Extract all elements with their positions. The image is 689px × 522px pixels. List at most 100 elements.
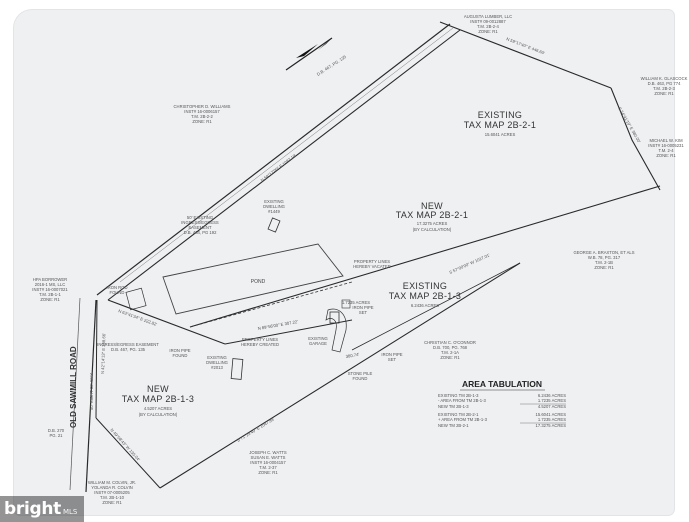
svg-text:JOSEPH C. WATTS: JOSEPH C. WATTS xyxy=(249,450,287,455)
svg-text:CHRISTOPHER D. WILLIAMS: CHRISTOPHER D. WILLIAMS xyxy=(174,104,231,109)
watermark-suffix: MLS xyxy=(62,508,78,516)
area-row-value: 4.5207 ACRES xyxy=(538,404,566,409)
area-row-value: 6.2436 ACRES xyxy=(538,393,566,398)
svg-text:CHRISTIAN C. O'CONNOR: CHRISTIAN C. O'CONNOR xyxy=(424,340,476,345)
garage-line1: EXISTING xyxy=(308,336,328,341)
existing-2b-1-3-line1: EXISTING xyxy=(403,281,447,291)
area-row-value: 17.3275 ACRES xyxy=(536,423,567,428)
outbuilding-symbol xyxy=(125,287,147,311)
easement-line xyxy=(107,29,461,301)
bearing-pipe-line: N 89°56'00" E 307.22' xyxy=(257,319,298,331)
vacated-line2: HEREBY VACATED xyxy=(353,264,390,269)
iron-pipe-set-1-line2: SET xyxy=(359,310,368,315)
svg-text:T.M. 2B-1-1: T.M. 2B-1-1 xyxy=(39,292,61,297)
west-boundary xyxy=(107,299,226,345)
owner-southwest: WILLIAM M. COLVIN, JR. YOLANDA R. COLVIN… xyxy=(88,480,136,505)
north-arrow-icon xyxy=(285,37,333,71)
iron-pipe-set-2-line1: IRON PIPE xyxy=(381,352,402,357)
svg-text:T.M. 2B-1-10: T.M. 2B-1-10 xyxy=(100,495,125,500)
north-label: D.B. 467, PG. 135 xyxy=(316,54,348,77)
brightmls-watermark: bright MLS xyxy=(0,496,84,522)
svg-text:D.B. 467, PG. 135: D.B. 467, PG. 135 xyxy=(111,347,146,352)
iron-rod-line2: FOUND xyxy=(110,290,125,295)
new-2b-2-1-note: (BY CALCULATION) xyxy=(413,227,452,232)
iron-pipe-found-line1: IRON PIPE xyxy=(169,348,190,353)
svg-text:WILLIAM M. COLVIN, JR.: WILLIAM M. COLVIN, JR. xyxy=(88,480,136,485)
road-edge-west xyxy=(69,297,81,491)
bearing-small-seg: 380.74' xyxy=(345,352,359,359)
stone-pile-line1: STONE PILE xyxy=(348,371,373,376)
bearing-inner-line: S 57°00'00" W 1017.01' xyxy=(448,252,491,275)
pond-label: POND xyxy=(251,279,266,285)
svg-text:INST# 16-0004157: INST# 16-0004157 xyxy=(250,460,286,465)
area-tabulation: AREA TABULATION EXISTING TM 2B-1-3 6.243… xyxy=(438,379,566,428)
dwelling-2-line1: EXISTING xyxy=(207,355,227,360)
created-line2: HEREBY CREATED xyxy=(241,342,279,347)
new-2b-1-3-line2: TAX MAP 2B-1-3 xyxy=(122,394,194,404)
owner-east: GEORGE A. BRAXTON, ET ALS W.B. 78, PG. 3… xyxy=(573,250,634,270)
svg-text:ZONE: R1: ZONE: R1 xyxy=(440,355,460,360)
area-row-value: 1.7235 ACRES xyxy=(538,417,566,422)
area-row-value: 15.6041 ACRES xyxy=(536,412,567,417)
svg-text:D.B. 463, PG 774: D.B. 463, PG 774 xyxy=(648,81,681,86)
svg-text:ZONE: R1: ZONE: R1 xyxy=(258,470,278,475)
svg-text:WILLIAM K. GLASCOCK: WILLIAM K. GLASCOCK xyxy=(641,76,688,81)
owner-road-side: D.B. 270 PG. 21 xyxy=(48,428,65,438)
southwest-boundary xyxy=(95,417,161,489)
easement-line2: INGRESS/EGRESS xyxy=(181,220,219,225)
lower-east-boundary xyxy=(351,262,521,351)
area-row-label: NEW TM 2B-1-3 xyxy=(438,404,469,409)
road-edge-east xyxy=(85,299,97,493)
svg-text:2016-1 MS, LLC: 2016-1 MS, LLC xyxy=(35,282,66,287)
svg-text:D.B. 700, PG. 768: D.B. 700, PG. 768 xyxy=(433,345,468,350)
svg-text:ZONE: R1: ZONE: R1 xyxy=(594,265,614,270)
road-label: OLD SAWMILL ROAD xyxy=(69,346,78,428)
svg-text:W.B. 78, PG. 317: W.B. 78, PG. 317 xyxy=(588,255,621,260)
easement-line3: EASEMENT xyxy=(188,225,211,230)
svg-text:ZONE: R1: ZONE: R1 xyxy=(192,119,212,124)
new-2b-1-3-acres: 4.5207 ACRES xyxy=(144,406,172,411)
area-row-label: NEW TM 2B-2-1 xyxy=(438,423,469,428)
svg-text:SUSAN E. WATTS: SUSAN E. WATTS xyxy=(251,455,286,460)
garage-symbol xyxy=(329,311,340,324)
svg-text:T.M. 2B-2-2: T.M. 2B-2-2 xyxy=(191,114,213,119)
dwelling-1-symbol xyxy=(267,217,281,233)
iron-pipe-found-line2: FOUND xyxy=(173,353,188,358)
easement-line1: 50' EXISTING xyxy=(187,215,213,220)
easement-line-inner xyxy=(119,27,454,283)
owner-upper-left: CHRISTOPHER D. WILLIAMS INST# 16-0006157… xyxy=(174,104,231,124)
owner-top: AUGUSTA LUMBER, LLC INST# 09-0012887 T.M… xyxy=(464,14,512,34)
created-line1: PROPERTY LINES xyxy=(242,337,278,342)
bearing-right-side: S 34°41'19" E 380.00' xyxy=(617,106,642,144)
iron-rod-line1: IRON ROD xyxy=(107,285,128,290)
area-row-label: EXISTING TM 2B-2-1 xyxy=(438,412,479,417)
dwelling-1-line3: #1449 xyxy=(268,209,280,214)
svg-text:HPA BORROWER: HPA BORROWER xyxy=(33,277,67,282)
owner-west: HPA BORROWER 2016-1 MS, LLC INST# 16-000… xyxy=(32,277,68,302)
svg-text:INST# 07-0005205: INST# 07-0005205 xyxy=(94,490,130,495)
svg-text:INST# 09-0012887: INST# 09-0012887 xyxy=(470,19,506,24)
vacated-line1: PROPERTY LINES xyxy=(354,259,390,264)
garage-line2: GARAGE xyxy=(309,341,327,346)
area-row-label: EXISTING TM 2B-1-3 xyxy=(438,393,479,398)
svg-text:ZONE: R1: ZONE: R1 xyxy=(102,500,122,505)
svg-text:T.M. 2-1B: T.M. 2-1B xyxy=(595,260,613,265)
bearing-south-line: S 71°29'49" E 1047.88' xyxy=(236,416,276,443)
owner-mid-south: CHRISTIAN C. O'CONNOR D.B. 700, PG. 768 … xyxy=(424,340,476,360)
paper-sheet xyxy=(14,10,674,515)
iron-pipe-marker xyxy=(341,299,351,309)
easement-line4: D.B. 464, PG 192 xyxy=(184,230,217,235)
svg-text:AUGUSTA LUMBER, LLC: AUGUSTA LUMBER, LLC xyxy=(464,14,512,19)
svg-text:D.B. 270: D.B. 270 xyxy=(48,428,65,433)
svg-text:PG. 21: PG. 21 xyxy=(49,433,63,438)
existing-2b-1-3-acres: 6.2436 ACRES xyxy=(411,303,439,308)
watermark-brand: bright xyxy=(4,499,61,519)
owner-right: MICHAEL W. KIM INST# 16-0005231 T.M. 2-4… xyxy=(648,138,684,158)
vacated-line xyxy=(189,281,353,328)
road-sub-label: 50' RIGHT-OF-WAY xyxy=(89,373,94,410)
inner-boundary xyxy=(189,185,661,328)
svg-text:MICHAEL W. KIM: MICHAEL W. KIM xyxy=(649,138,683,143)
new-2b-1-3-note: (BY CALCULATION) xyxy=(139,412,178,417)
